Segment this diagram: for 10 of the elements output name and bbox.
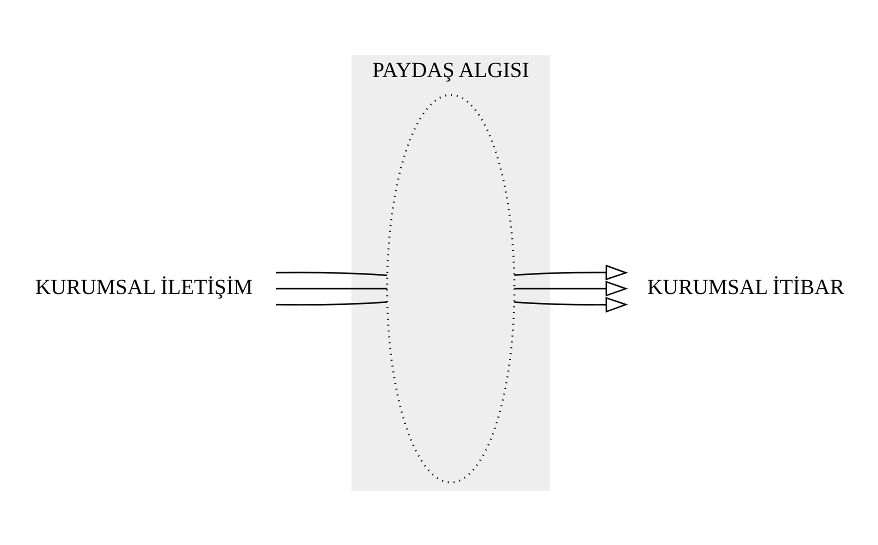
node-text: KURUMSAL İTİBAR — [647, 274, 844, 299]
connector — [276, 300, 388, 306]
arrow — [514, 296, 628, 312]
arrow — [514, 264, 628, 280]
node-text: KURUMSAL İLETİŞİM — [35, 274, 253, 299]
connector — [276, 271, 388, 276]
node-ellipse — [386, 93, 516, 483]
arrow — [514, 280, 628, 296]
cluster: PAYDAŞ ALGISI — [351, 54, 550, 490]
connector — [276, 287, 388, 289]
